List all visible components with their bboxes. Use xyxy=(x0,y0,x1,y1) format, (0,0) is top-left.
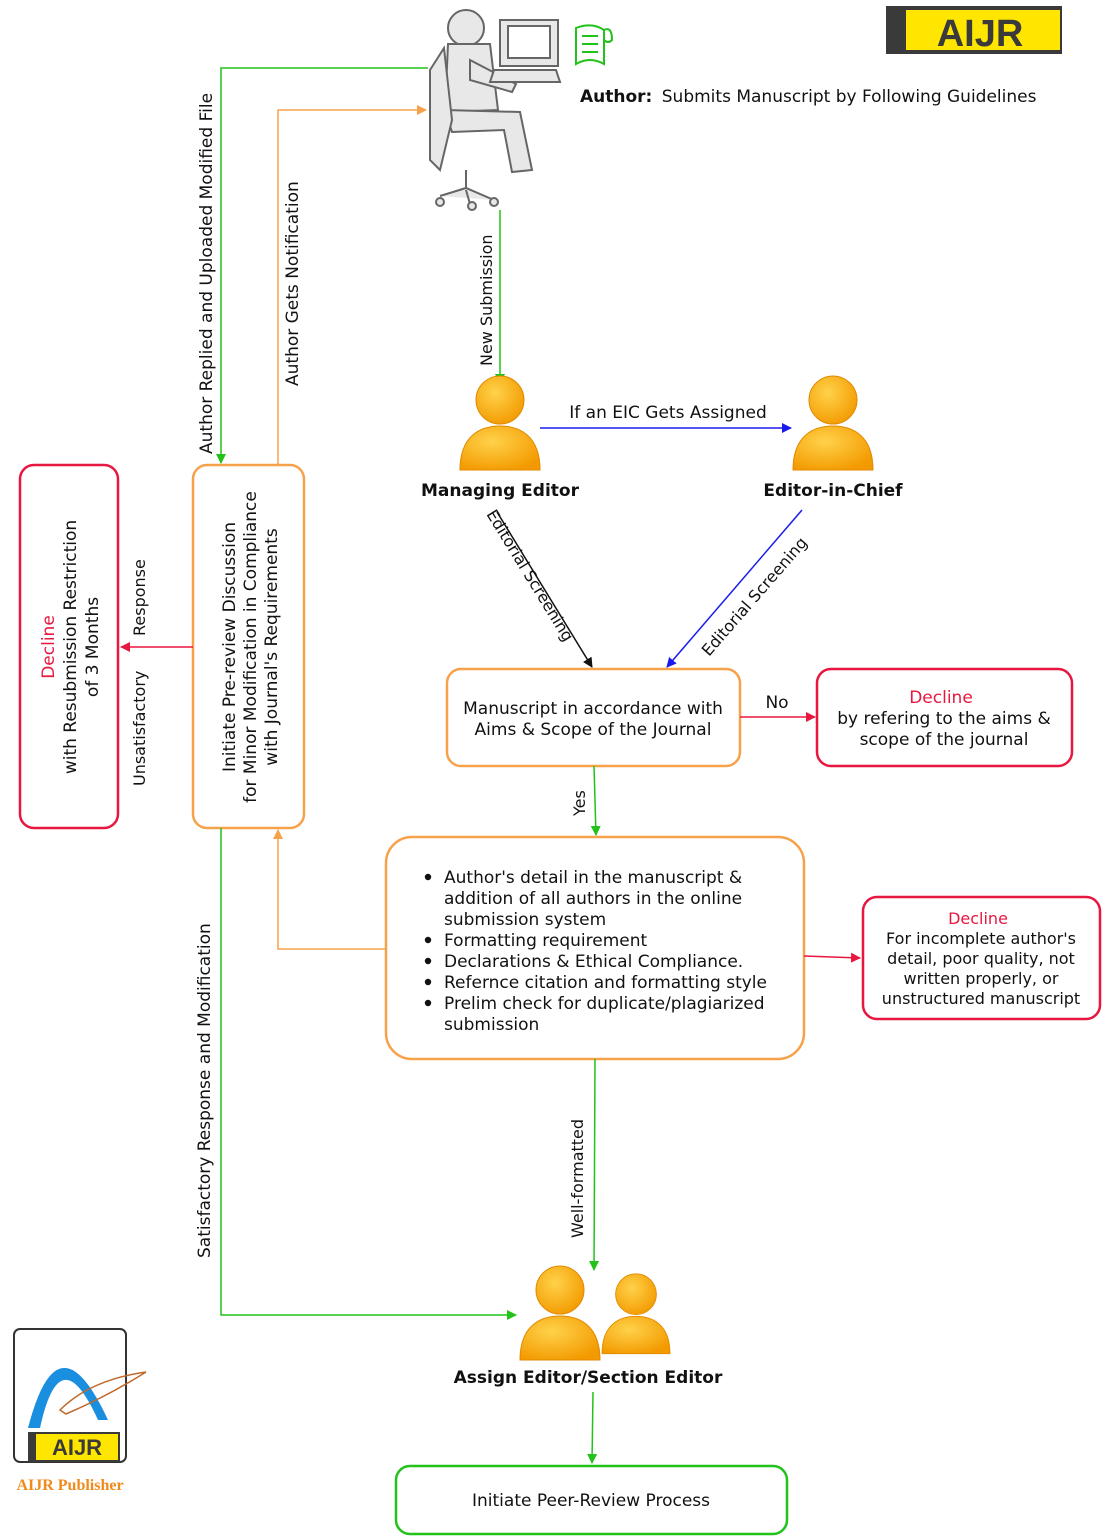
checklist-1-line-1: Author's detail in the manuscript & xyxy=(444,868,742,888)
edge-label-author-replied: Author Replied and Uploaded Modified Fil… xyxy=(197,93,217,454)
managing-editor-label: Managing Editor xyxy=(421,481,580,501)
edge-yes: Yes xyxy=(570,765,601,836)
logo-top-text: AIJR xyxy=(937,13,1024,55)
edge-editorial-screening-me: Editorial Screening xyxy=(483,506,593,668)
edge-label-response: Response xyxy=(130,559,149,636)
logo-bottom-text: AIJR xyxy=(52,1435,102,1460)
scope-check-line-2: Aims & Scope of the Journal xyxy=(475,720,712,740)
author-caption-text: Submits Manuscript by Following Guidelin… xyxy=(662,87,1037,107)
checklist-4-line-1: Refernce citation and formatting style xyxy=(444,973,767,993)
bullet-2 xyxy=(424,936,432,944)
bullet-1 xyxy=(424,873,432,881)
edge-label-eic-assigned: If an EIC Gets Assigned xyxy=(569,403,766,423)
logo-bottom-caption: AIJR Publisher xyxy=(16,1477,123,1494)
decline-incomplete-line-4: unstructured manuscript xyxy=(882,989,1080,1008)
edge-author-notified: Author Gets Notification xyxy=(277,105,427,465)
decline-restriction-line-2: of 3 Months xyxy=(83,597,103,697)
edge-author-replied: Author Replied and Uploaded Modified Fil… xyxy=(197,67,428,464)
decline-restriction-box: Decline with Resubmission Restriction of… xyxy=(18,463,120,830)
edge-editorial-screening-eic: Editorial Screening xyxy=(666,509,811,668)
editor-in-chief-icon xyxy=(792,375,874,471)
edge-satisfactory: Satisfactory Response and Modification xyxy=(195,828,517,1320)
aijr-publisher-logo: AIJR AIJR Publisher xyxy=(13,1328,147,1494)
author-label: Author: xyxy=(580,87,652,107)
edge-incomplete xyxy=(803,952,861,963)
decline-scope-title: Decline xyxy=(909,688,973,708)
edge-label-yes: Yes xyxy=(570,790,589,817)
scope-check-line-1: Manuscript in accordance with xyxy=(463,699,723,719)
edge-unsatisfactory: Response Unsatisfactory xyxy=(120,559,193,786)
prereview-line-3: with Journal's Requirements xyxy=(262,528,282,766)
prereview-line-1: Initiate Pre-review Discussion xyxy=(220,522,240,772)
edge-eic-assigned: If an EIC Gets Assigned xyxy=(540,403,792,433)
checklist-1-line-3: submission system xyxy=(444,910,606,930)
editor-in-chief-label: Editor-in-Chief xyxy=(763,481,903,501)
peer-review-box: Initiate Peer-Review Process xyxy=(394,1464,789,1536)
edge-label-well-formatted: Well-formatted xyxy=(568,1119,587,1238)
edge-no: No xyxy=(740,693,816,722)
edge-label-no: No xyxy=(765,693,788,713)
decline-incomplete-line-2: detail, poor quality, not xyxy=(887,949,1075,968)
managing-editor-icon xyxy=(459,375,541,471)
decline-incomplete-line-3: written properly, or xyxy=(904,969,1059,988)
prereview-line-2: for Minor Modification in Compliance xyxy=(241,491,261,803)
edge-label-author-notified: Author Gets Notification xyxy=(283,181,303,386)
checklist-5-line-1: Prelim check for duplicate/plagiarized xyxy=(444,994,765,1014)
edge-label-editorial-screening-me: Editorial Screening xyxy=(483,506,578,645)
checklist-5-line-2: submission xyxy=(444,1015,539,1035)
edge-label-editorial-screening-eic: Editorial Screening xyxy=(698,533,811,659)
edge-to-peer-review xyxy=(587,1391,598,1464)
aijr-logo-top: AIJR xyxy=(886,6,1062,55)
bullet-5 xyxy=(424,999,432,1007)
quill-icon xyxy=(58,1371,147,1415)
edge-new-submission: New Submission xyxy=(477,210,505,384)
prereview-box: Initiate Pre-review Discussion for Minor… xyxy=(191,463,306,830)
decline-scope-line-2: scope of the journal xyxy=(860,730,1029,750)
author-caption: Author: Submits Manuscript by Following … xyxy=(580,87,1037,107)
peer-review-text: Initiate Peer-Review Process xyxy=(472,1491,710,1511)
decline-incomplete-title: Decline xyxy=(948,909,1008,928)
edge-well-formatted: Well-formatted xyxy=(568,1058,600,1271)
checklist-3-line-1: Declarations & Ethical Compliance. xyxy=(444,952,743,972)
checklist-box: Author's detail in the manuscript & addi… xyxy=(384,835,806,1061)
checklist-2-line-1: Formatting requirement xyxy=(444,931,647,951)
section-editors-icon xyxy=(519,1265,671,1361)
bullet-3 xyxy=(424,957,432,965)
decline-scope-line-1: by refering to the aims & xyxy=(837,709,1050,729)
edge-label-satisfactory: Satisfactory Response and Modification xyxy=(195,923,215,1258)
decline-restriction-title: Decline xyxy=(39,615,59,679)
assign-editor-label: Assign Editor/Section Editor xyxy=(454,1368,723,1388)
edge-to-prereview xyxy=(273,829,386,950)
author-at-computer-icon xyxy=(429,9,562,211)
edge-label-new-submission: New Submission xyxy=(477,234,496,366)
decline-incomplete-box: Decline For incomplete author's detail, … xyxy=(861,895,1102,1021)
bullet-4 xyxy=(424,978,432,986)
document-icon xyxy=(575,24,614,66)
checklist-1-line-2: addition of all authors in the online xyxy=(444,889,742,909)
scope-check-box: Manuscript in accordance with Aims & Sco… xyxy=(445,667,742,768)
decline-restriction-line-1: with Resubmission Restriction xyxy=(61,520,81,774)
decline-incomplete-line-1: For incomplete author's xyxy=(886,929,1076,948)
decline-scope-box: Decline by refering to the aims & scope … xyxy=(815,667,1074,768)
edge-label-unsatisfactory: Unsatisfactory xyxy=(130,671,149,786)
